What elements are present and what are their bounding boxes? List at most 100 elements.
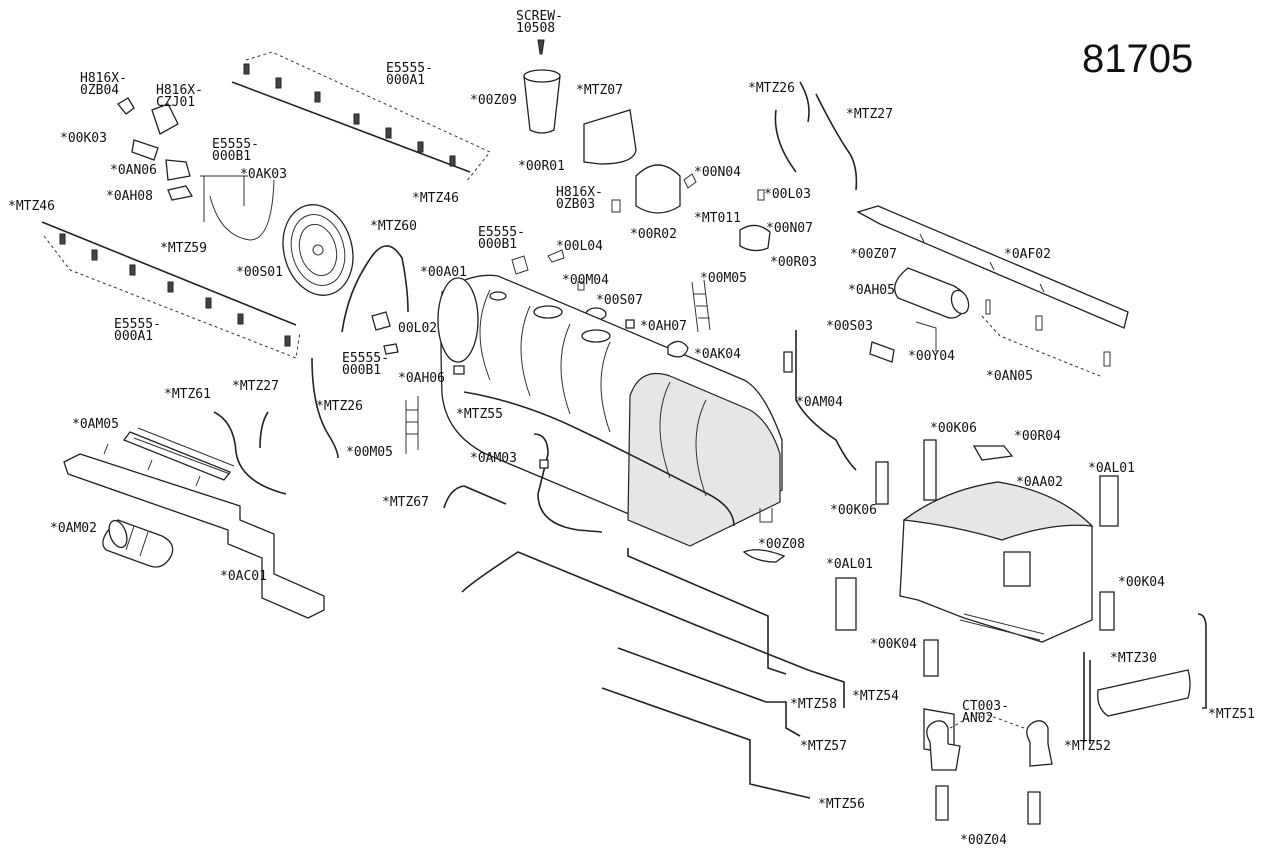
part-label-ct003-an02: CT003-AN02 (962, 699, 1009, 726)
part-label-mtz61: *MTZ61 (164, 387, 211, 402)
part-label-e5555-000a1-bottom: E5555-000A1 (114, 317, 161, 344)
part-label-00r03: *00R03 (770, 255, 817, 270)
small-parts-right (869, 299, 1111, 377)
cab-door-mtz30 (1097, 669, 1191, 717)
part-label-00z07: *00Z07 (850, 247, 897, 262)
pipe-mtz26-top (774, 81, 810, 173)
pipe-0am03 (533, 433, 603, 533)
model-number: 81705 (1082, 37, 1193, 81)
reversing-lever-0am05 (122, 427, 235, 481)
part-label-0ah05: *0AH05 (848, 283, 895, 298)
part-label-h816x-0zb04: H816X-0ZB04 (80, 71, 127, 98)
part-label-mtz57: *MTZ57 (800, 739, 847, 754)
part-label-00r01: *00R01 (518, 159, 565, 174)
part-label-00k03: *00K03 (60, 131, 107, 146)
part-label-0aa02: *0AA02 (1016, 475, 1063, 490)
part-label-e5555-000a1-top: E5555-000A1 (386, 61, 433, 88)
part-label-00s01: *00S01 (236, 265, 283, 280)
part-label-mtz67: *MTZ67 (382, 495, 429, 510)
pipe-mtz55 (463, 391, 735, 527)
part-label-screw: SCREW-10508 (516, 9, 563, 36)
part-label-00a01: *00A01 (420, 265, 467, 280)
part-label-0am03: *0AM03 (470, 451, 517, 466)
part-label-mtz07: *MTZ07 (576, 83, 623, 98)
pipe-mtz58 (627, 548, 787, 675)
part-label-0ah07: *0AH07 (640, 319, 687, 334)
part-label-e5555-000b1-a: E5555-000B1 (212, 137, 259, 164)
pipe-mtz27-top (815, 93, 858, 191)
part-label-0am04: *0AM04 (796, 395, 843, 410)
part-label-00y04: *00Y04 (908, 349, 955, 364)
part-label-0al01-left: *0AL01 (826, 557, 873, 572)
part-label-00k04-left: *00K04 (870, 637, 917, 652)
air-tank-0ah05 (894, 267, 970, 319)
part-label-e5555-000b1-b: E5555-000B1 (478, 225, 525, 252)
part-label-mtz58: *MTZ58 (790, 697, 837, 712)
part-label-mt011: *MT011 (694, 211, 741, 226)
cab-panel-00k06-bottom (875, 461, 889, 505)
cab-window-0al01-right (1099, 475, 1119, 527)
handrail-knob-strip-top (231, 51, 491, 183)
part-label-0an06: *0AN06 (110, 163, 157, 178)
part-label-00z08: *00Z08 (758, 537, 805, 552)
handrail-knob-strip-left (41, 221, 301, 359)
boiler-assembly (437, 274, 783, 547)
part-label-0al01-right: *0AL01 (1088, 461, 1135, 476)
part-label-mtz54: *MTZ54 (852, 689, 899, 704)
part-label-00l02: 00L02 (398, 321, 437, 336)
pipe-mtz67 (443, 485, 507, 509)
part-label-00l03: *00L03 (764, 187, 811, 202)
part-label-00r02: *00R02 (630, 227, 677, 242)
dome-parts-top (511, 39, 771, 321)
part-label-0an05: *0AN05 (986, 369, 1033, 384)
part-label-0ah08: *0AH08 (106, 189, 153, 204)
part-label-mtz30: *MTZ30 (1110, 651, 1157, 666)
part-label-mtz46-left: *MTZ46 (8, 199, 55, 214)
part-label-0ac01: *0AC01 (220, 569, 267, 584)
air-tank-0am02 (102, 519, 174, 568)
pipe-mtz56 (601, 687, 811, 799)
pipe-mtz60 (341, 245, 409, 333)
pipe-mtz26-mid (311, 357, 339, 459)
part-label-0af02: *0AF02 (1004, 247, 1051, 262)
part-label-00z04: *00Z04 (960, 833, 1007, 848)
pipe-mtz52 (1083, 652, 1091, 744)
pipe-mtz57 (617, 647, 801, 737)
part-label-00r04: *00R04 (1014, 429, 1061, 444)
pipe-mtz27-mid (259, 411, 269, 449)
part-label-mtz27-top: *MTZ27 (846, 107, 893, 122)
part-label-00n04: *00N04 (694, 165, 741, 180)
part-label-mtz26-top: *MTZ26 (748, 81, 795, 96)
part-label-00l04: *00L04 (556, 239, 603, 254)
part-label-mtz59: *MTZ59 (160, 241, 207, 256)
part-label-h816x-czj01: H816X-CZJ01 (156, 83, 203, 110)
pipe-mtz61 (213, 411, 287, 495)
part-label-00z09: *00Z09 (470, 93, 517, 108)
part-label-00k06-bottom: *00K06 (830, 503, 877, 518)
part-label-0ah06: *0AH06 (398, 371, 445, 386)
cab-window-0al01-left (835, 577, 857, 631)
part-label-mtz60: *MTZ60 (370, 219, 417, 234)
part-label-0ak03: *0AK03 (240, 167, 287, 182)
running-board-right (856, 205, 1129, 329)
part-label-mtz55: *MTZ55 (456, 407, 503, 422)
smokebox-door (282, 204, 354, 296)
part-label-mtz51: *MTZ51 (1208, 707, 1255, 722)
cab-panel-00k06-top (923, 439, 937, 501)
pipe-mtz54 (461, 551, 845, 708)
part-label-00k06-top: *00K06 (930, 421, 977, 436)
part-label-h816x-0zb03: H816X-0ZB03 (556, 185, 603, 212)
running-board-left (63, 443, 325, 619)
part-label-mtz26-mid: *MTZ26 (316, 399, 363, 414)
part-label-mtz56: *MTZ56 (818, 797, 865, 812)
part-label-00n07: *00N07 (766, 221, 813, 236)
part-label-00m05-mid: *00M05 (346, 445, 393, 460)
small-fittings-center (371, 311, 793, 563)
part-label-0am05: *0AM05 (72, 417, 119, 432)
part-label-00s07: *00S07 (596, 293, 643, 308)
part-label-mtz27-mid: *MTZ27 (232, 379, 279, 394)
cab-panel-00k04-right (1099, 591, 1115, 631)
crew-figures-ct003-an02 (926, 711, 1053, 825)
